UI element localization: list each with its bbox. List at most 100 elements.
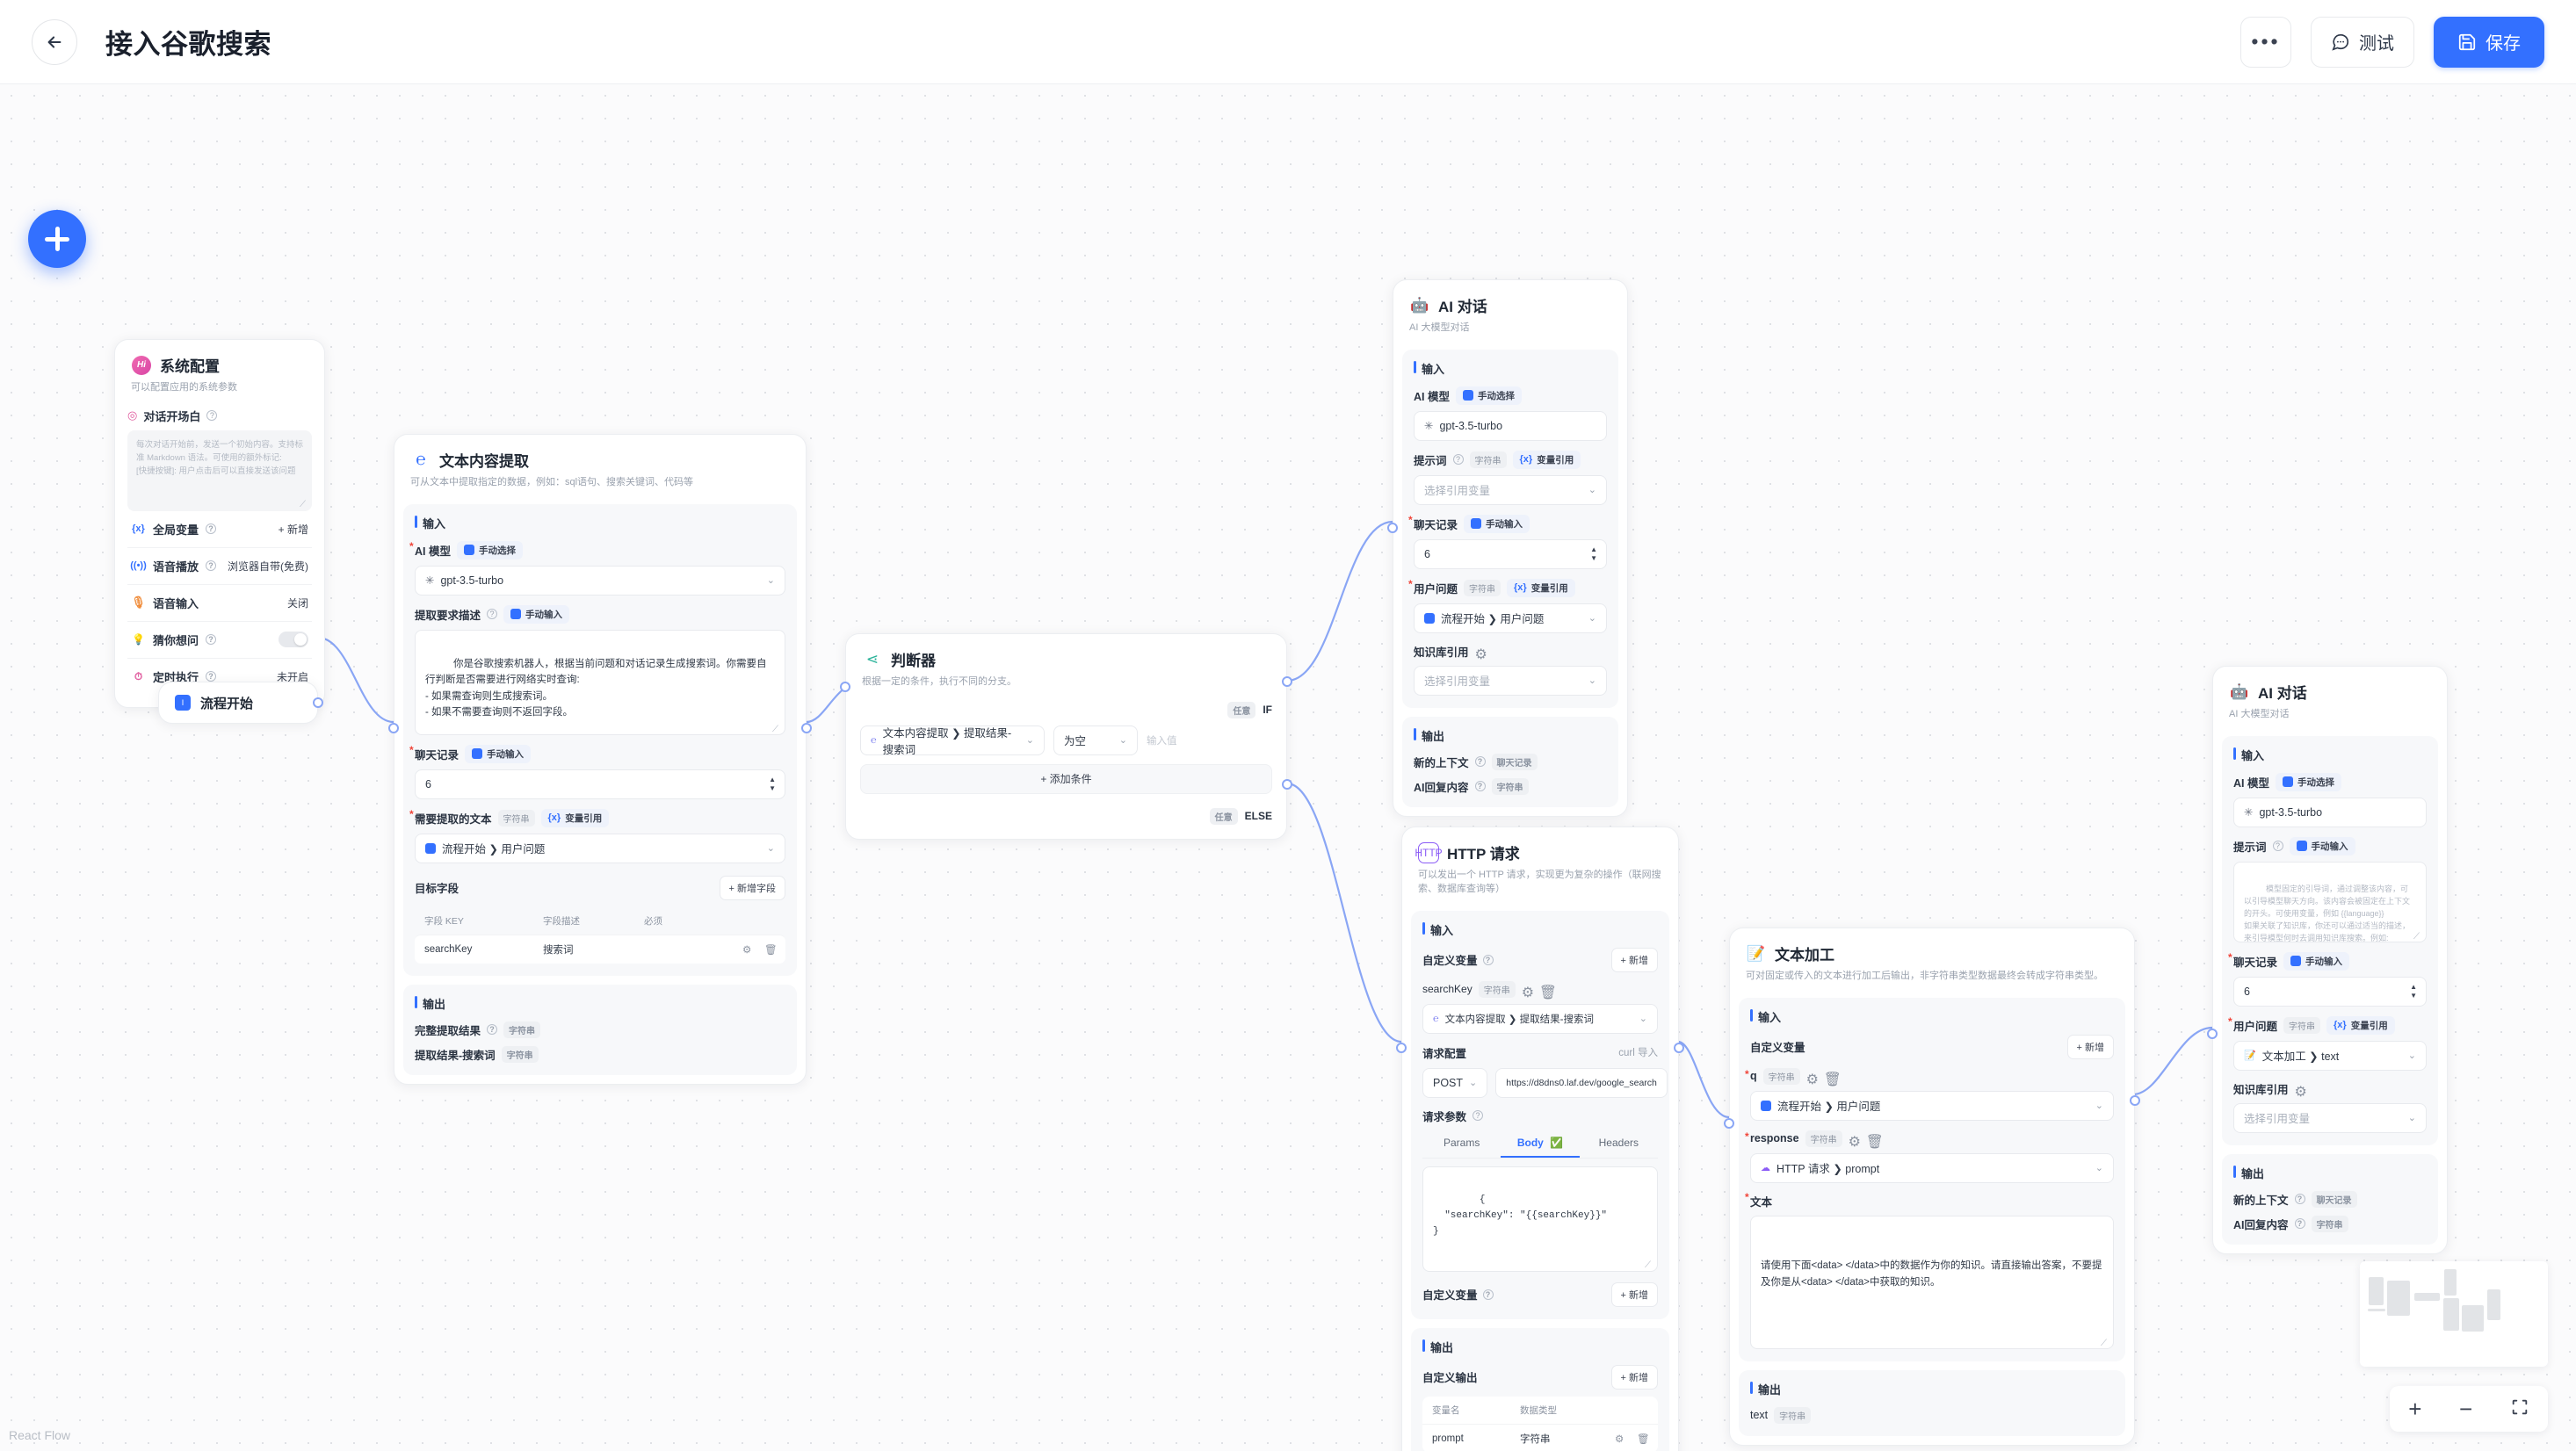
help-icon[interactable]: ?: [206, 634, 217, 646]
search-key-var-select[interactable]: ℮ 文本内容提取 ❯ 提取结果-搜索词 ⌄: [1422, 1003, 1658, 1034]
variable-ref-chip[interactable]: {x}变量引用: [2326, 1015, 2395, 1035]
back-button[interactable]: [32, 18, 77, 65]
help-icon[interactable]: ?: [1474, 781, 1486, 792]
gear-icon[interactable]: ⚙: [2294, 1084, 2307, 1100]
tab-body[interactable]: Body ✅: [1501, 1130, 1580, 1158]
node-ai-chat-right[interactable]: 🤖 AI 对话 AI 大模型对话 输入 AI 模型 手动选择 ✳ gpt-3.5…: [2207, 666, 2448, 1254]
manual-select-chip[interactable]: 手动选择: [456, 540, 523, 559]
gear-icon[interactable]: ⚙: [1848, 1134, 1861, 1150]
ai-chat-top-input-handle[interactable]: [1387, 523, 1398, 533]
resize-grip-icon[interactable]: ⟋: [1645, 1260, 1651, 1271]
trash-icon[interactable]: 🗑: [1538, 985, 1558, 1000]
condition-input-handle[interactable]: [840, 682, 850, 692]
resize-grip-icon[interactable]: ⟋: [772, 724, 778, 734]
help-icon[interactable]: ?: [206, 523, 217, 535]
system-row-value[interactable]: + 新增: [278, 523, 308, 536]
guess-question-toggle[interactable]: [279, 632, 308, 648]
node-flow-start[interactable]: I 流程开始: [158, 682, 323, 724]
text-template-editor[interactable]: 请使用下面<data> </data>中的数据作为你的知识。请直接输出答案，不要…: [1750, 1215, 2114, 1349]
trash-icon[interactable]: 🗑: [1865, 1134, 1884, 1150]
stepper-arrows-icon[interactable]: ▲▼: [769, 775, 776, 792]
help-icon[interactable]: ?: [1452, 454, 1464, 466]
manual-select-chip[interactable]: 手动选择: [1455, 386, 1522, 405]
condition-if-handle[interactable]: [1282, 676, 1292, 687]
help-icon[interactable]: ?: [2272, 841, 2283, 852]
system-row-value[interactable]: 关闭: [286, 596, 308, 610]
text-extract-output-handle[interactable]: [801, 723, 812, 733]
manual-input-chip[interactable]: 手动输入: [2289, 836, 2355, 855]
history-count-stepper[interactable]: 6 ▲▼: [2233, 976, 2427, 1007]
tab-params[interactable]: Params: [1443, 1136, 1480, 1149]
node-text-extract[interactable]: ℮ 文本内容提取 可从文本中提取指定的数据，例如：sql语句、搜索关键词、代码等…: [388, 434, 812, 1085]
minimap[interactable]: [2360, 1261, 2548, 1367]
http-method-select[interactable]: POST ⌄: [1422, 1067, 1488, 1098]
help-icon[interactable]: ?: [206, 671, 217, 682]
ai-model-select[interactable]: ✳ gpt-3.5-turbo: [1414, 410, 1607, 441]
dataset-select[interactable]: 选择引用变量 ⌄: [1414, 665, 1607, 696]
curl-import-button[interactable]: curl 导入: [1618, 1048, 1658, 1059]
system-row-schedule[interactable]: ⏱ 定时执行 ? 未开启: [127, 659, 312, 695]
ai-chat-right-input-handle[interactable]: [2207, 1029, 2218, 1039]
help-icon[interactable]: ?: [487, 609, 498, 620]
help-icon[interactable]: ?: [206, 560, 217, 572]
flow-start-output-handle[interactable]: [313, 697, 323, 708]
variable-ref-chip[interactable]: {x}变量引用: [1512, 450, 1581, 469]
opening-textarea[interactable]: 每次对话开始前，发送一个初始内容。支持标准 Markdown 语法。可使用的额外…: [127, 430, 312, 511]
help-icon[interactable]: ?: [1482, 1289, 1494, 1300]
variable-ref-chip[interactable]: {x}变量引用: [1507, 578, 1575, 597]
ai-model-select[interactable]: ✳ gpt-3.5-turbo ⌄: [415, 565, 785, 596]
add-output-button[interactable]: + 新增: [1610, 1364, 1658, 1390]
zoom-controls[interactable]: + −: [2390, 1386, 2548, 1432]
trash-icon[interactable]: 🗑: [1823, 1072, 1842, 1087]
manual-input-chip[interactable]: 手动输入: [503, 604, 570, 624]
user-question-select[interactable]: 📝 文本加工 ❯ text ⌄: [2233, 1040, 2427, 1071]
test-button[interactable]: 测试: [2311, 16, 2414, 68]
help-icon[interactable]: ?: [1474, 756, 1486, 768]
table-row[interactable]: prompt 字符串 ⚙ 🗑: [1422, 1423, 1658, 1451]
system-row-value[interactable]: 浏览器自带(免费): [228, 559, 308, 573]
fit-view-button[interactable]: [2510, 1397, 2529, 1420]
trash-icon[interactable]: 🗑: [1637, 1434, 1650, 1446]
prompt-select[interactable]: 选择引用变量 ⌄: [1414, 474, 1607, 505]
table-row[interactable]: searchKey 搜索词 ⚙ 🗑: [415, 934, 785, 964]
resize-grip-icon[interactable]: ⟋: [2413, 931, 2420, 942]
add-field-button[interactable]: + 新增字段: [719, 875, 785, 900]
help-icon[interactable]: ?: [206, 410, 218, 422]
add-variable-button-2[interactable]: + 新增: [1610, 1281, 1658, 1307]
prompt-textarea[interactable]: 模型固定的引导词，通过调整该内容，可以引导模型聊天方向。该内容会被固定在上下文的…: [2233, 861, 2427, 942]
help-icon[interactable]: ?: [1482, 954, 1494, 965]
var-q-select[interactable]: 流程开始 ❯ 用户问题 ⌄: [1750, 1090, 2114, 1121]
zoom-out-button[interactable]: −: [2458, 1396, 2473, 1422]
history-count-stepper[interactable]: 6 ▲▼: [1414, 538, 1607, 569]
text-process-input-handle[interactable]: [1724, 1118, 1734, 1129]
manual-input-chip[interactable]: 手动输入: [2283, 951, 2350, 971]
save-button[interactable]: 保存: [2434, 16, 2544, 68]
http-request-output-handle[interactable]: [1674, 1043, 1684, 1053]
system-row-value[interactable]: 未开启: [276, 670, 308, 683]
gear-icon[interactable]: ⚙: [1805, 1072, 1819, 1087]
node-condition[interactable]: ⋖ 判断器 根据一定的条件，执行不同的分支。 任意 IF ℮ 文本内容提取 ❯ …: [840, 633, 1292, 840]
gear-icon[interactable]: ⚙: [742, 945, 752, 957]
node-system-config[interactable]: Hi 系统配置 可以配置应用的系统参数 ◎ 对话开场白 ? 每次对话开始前，发送…: [114, 339, 325, 708]
flow-canvas[interactable]: Hi 系统配置 可以配置应用的系统参数 ◎ 对话开场白 ? 每次对话开始前，发送…: [0, 84, 2576, 1451]
http-url-input[interactable]: https://d8dns0.laf.dev/google_search: [1495, 1067, 1668, 1098]
system-row-voice-input[interactable]: 🎙 语音输入 关闭: [127, 585, 312, 622]
history-count-stepper[interactable]: 6 ▲▼: [415, 769, 785, 799]
add-node-button[interactable]: [28, 210, 86, 268]
stepper-arrows-icon[interactable]: ▲▼: [2410, 982, 2417, 1000]
help-icon[interactable]: ?: [487, 1024, 498, 1036]
ai-model-select[interactable]: ✳ gpt-3.5-turbo: [2233, 797, 2427, 827]
stepper-arrows-icon[interactable]: ▲▼: [1590, 545, 1597, 562]
variable-ref-chip[interactable]: {x}变量引用: [540, 808, 610, 827]
extract-desc-textarea[interactable]: 你是谷歌搜索机器人，根据当前问题和对话记录生成搜索词。你需要自行判断是否需要进行…: [415, 629, 785, 735]
gear-icon[interactable]: ⚙: [1615, 1434, 1624, 1446]
tab-headers[interactable]: Headers: [1598, 1136, 1639, 1149]
add-variable-button[interactable]: + 新增: [2066, 1034, 2114, 1059]
http-request-input-handle[interactable]: [1396, 1043, 1407, 1053]
manual-input-chip[interactable]: 手动输入: [1464, 514, 1530, 533]
text-process-output-handle[interactable]: [2130, 1095, 2140, 1106]
node-text-process[interactable]: 📝 文本加工 可对固定或传入的文本进行加工后输出，非字符串类型数据最终会转成字符…: [1724, 928, 2140, 1446]
zoom-in-button[interactable]: +: [2408, 1396, 2422, 1422]
else-any-tag[interactable]: 任意: [1209, 807, 1238, 825]
more-options-button[interactable]: •••: [2240, 16, 2291, 68]
